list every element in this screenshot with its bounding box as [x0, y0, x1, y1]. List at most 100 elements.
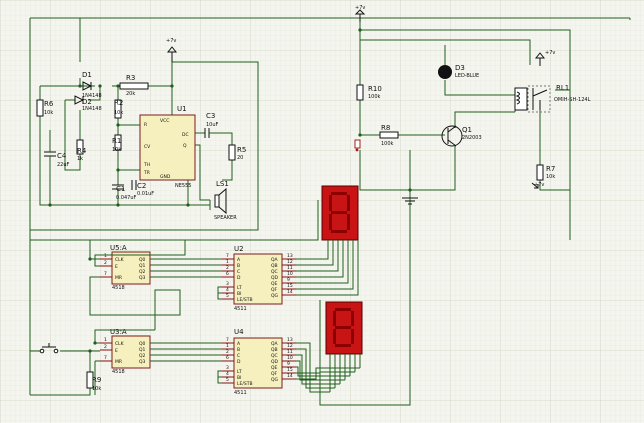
- vcc-relay-label: +7v: [545, 50, 555, 56]
- capacitor-c2[interactable]: C2 0.01uF: [131, 180, 154, 197]
- svg-text:1: 1: [226, 259, 229, 265]
- c3-value: 10uF: [206, 122, 219, 128]
- svg-text:15: 15: [287, 283, 293, 289]
- svg-text:6: 6: [226, 355, 229, 361]
- svg-text:2: 2: [104, 260, 107, 266]
- svg-text:7: 7: [226, 337, 229, 343]
- u3-ref: U3:A: [110, 328, 127, 336]
- r3-ref: R3: [126, 74, 135, 82]
- svg-text:9: 9: [287, 277, 290, 283]
- power-terminal-top: +7v: [354, 5, 365, 22]
- u2-ref: U2: [234, 245, 244, 253]
- resistor-r7[interactable]: R7 10k: [536, 164, 555, 181]
- svg-text:MR: MR: [115, 275, 122, 281]
- r2-ref: R2: [114, 99, 123, 107]
- led-d3[interactable]: D3 LED-BLUE: [438, 64, 479, 79]
- svg-text:Q1: Q1: [139, 263, 146, 269]
- svg-text:14: 14: [287, 373, 293, 379]
- svg-text:13: 13: [287, 337, 293, 343]
- svg-text:QD: QD: [271, 275, 279, 281]
- svg-text:3: 3: [226, 281, 229, 287]
- svg-text:QB: QB: [271, 347, 278, 353]
- u1-ref: U1: [177, 105, 187, 113]
- c3-ref: C3: [206, 112, 215, 120]
- resistor-r9[interactable]: R9 10k: [86, 371, 101, 392]
- svg-text:Q0: Q0: [139, 341, 146, 347]
- ic-u2-decoder[interactable]: U2 4511 A B C D LT BI LE/STB QA QB QC QD…: [222, 245, 296, 312]
- resistor-r5[interactable]: R5 20: [228, 144, 246, 161]
- r2-value: 10k: [114, 110, 123, 116]
- svg-text:1: 1: [104, 337, 107, 343]
- resistor-r1[interactable]: R1 10k: [112, 134, 122, 153]
- ic-u1-ne555[interactable]: U1 NE555 R VCC DC Q CV TH TR GND: [139, 105, 196, 189]
- u4-value: 4511: [234, 390, 247, 396]
- svg-text:15: 15: [287, 367, 293, 373]
- svg-text:C: C: [237, 269, 240, 275]
- svg-text:QG: QG: [271, 293, 279, 299]
- r6-ref: R6: [44, 100, 54, 108]
- ic-u4-decoder[interactable]: U4 4511 A B C D LT BI LE/STB QA QB QC QD…: [222, 328, 296, 396]
- capacitor-c4[interactable]: C4 22uF: [44, 150, 70, 170]
- u1-pin-r: R: [144, 122, 147, 128]
- r4-ref: R4: [77, 147, 87, 155]
- ic-u5-counter[interactable]: U5:A 4518 CLK E MR Q0 Q1 Q2 Q3 1 2 7: [100, 244, 151, 291]
- svg-text:11: 11: [287, 265, 293, 271]
- resistor-r8[interactable]: R8 100k: [379, 124, 399, 147]
- capacitor-c3[interactable]: C3 10uF: [204, 112, 219, 138]
- svg-text:B: B: [237, 263, 240, 269]
- svg-text:6: 6: [226, 271, 229, 277]
- r7-value: 10k: [546, 174, 555, 180]
- svg-text:2: 2: [226, 265, 229, 271]
- q1-ref: Q1: [462, 126, 472, 134]
- resistor-r2[interactable]: R2 10k: [114, 99, 123, 119]
- u2-value: 4511: [234, 306, 247, 312]
- probe-switch[interactable]: [354, 139, 361, 152]
- resistor-r10[interactable]: R10 100k: [356, 84, 382, 101]
- svg-text:QA: QA: [271, 341, 279, 347]
- r8-ref: R8: [381, 124, 390, 132]
- svg-text:D: D: [237, 359, 241, 365]
- vcc-top-label: +7v: [355, 5, 365, 11]
- svg-text:LE/STB: LE/STB: [237, 381, 253, 387]
- svg-text:QE: QE: [271, 281, 278, 287]
- svg-text:E: E: [115, 348, 118, 354]
- relay-rl1[interactable]: RL1 OMIH-SH-124L: [514, 84, 591, 113]
- speaker-ls1[interactable]: LS1 SPEAKER: [214, 180, 237, 221]
- svg-text:7: 7: [226, 253, 229, 259]
- push-switch[interactable]: [39, 343, 59, 354]
- svg-text:2: 2: [226, 349, 229, 355]
- d3-value: LED-BLUE: [455, 73, 479, 79]
- resistor-r3[interactable]: R3 20k: [119, 74, 149, 97]
- svg-text:Q2: Q2: [139, 269, 146, 275]
- svg-text:BI: BI: [237, 375, 241, 381]
- c4-ref: C4: [57, 152, 67, 160]
- svg-text:QD: QD: [271, 359, 279, 365]
- svg-text:10: 10: [287, 271, 293, 277]
- capacitor-c1[interactable]: C1 0.047uF: [112, 184, 136, 201]
- ls1-ref: LS1: [216, 180, 229, 188]
- r7-ref: R7: [546, 165, 555, 173]
- svg-text:10: 10: [287, 355, 293, 361]
- diode-d1[interactable]: D1 1N4148: [82, 71, 102, 99]
- svg-text:14: 14: [287, 289, 293, 295]
- svg-text:QC: QC: [271, 269, 278, 275]
- svg-text:A: A: [237, 341, 241, 347]
- svg-text:11: 11: [287, 349, 293, 355]
- d2-value: 1N4148: [82, 106, 102, 112]
- power-terminal-relay: +7v: [534, 50, 555, 66]
- u1-pin-cv: CV: [144, 144, 151, 150]
- svg-text:CLK: CLK: [115, 341, 125, 347]
- r3-value: 20k: [126, 91, 135, 97]
- r1-ref: R1: [112, 137, 121, 145]
- transistor-q1[interactable]: Q1 2N2003: [441, 125, 482, 147]
- ls1-value: SPEAKER: [214, 215, 237, 221]
- resistor-r4[interactable]: R4 1k: [76, 139, 87, 162]
- ic-u3-counter[interactable]: U3:A 4518 CLK E MR Q0 Q1 Q2 Q3 1 2 7: [100, 328, 151, 375]
- resistor-r6[interactable]: R6 10k: [36, 99, 54, 117]
- diode-d2[interactable]: D2 1N4148: [74, 95, 102, 112]
- svg-text:E: E: [115, 264, 118, 270]
- svg-text:B: B: [237, 347, 240, 353]
- svg-text:4: 4: [226, 371, 229, 377]
